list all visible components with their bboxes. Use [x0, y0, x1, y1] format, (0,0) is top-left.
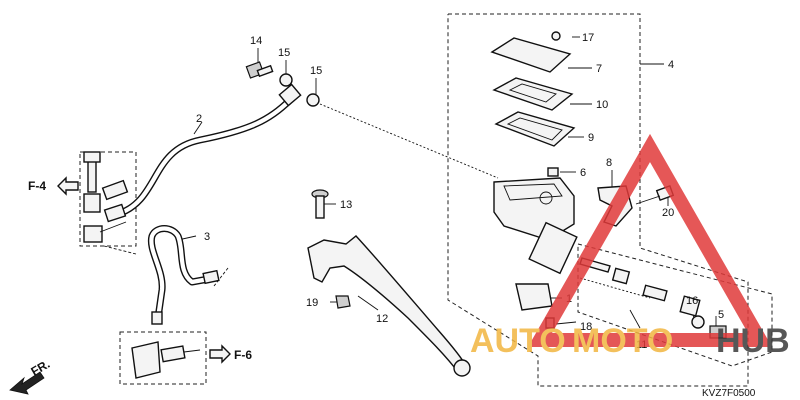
callout-6: 6	[580, 167, 586, 179]
callout-15-upper: 15	[278, 47, 290, 59]
callout-4: 4	[668, 59, 674, 71]
sealing-washer-lower	[306, 93, 320, 107]
float-plate	[547, 167, 559, 177]
diagram-code: KVZ7F0500	[702, 388, 756, 399]
arrow-left-icon	[57, 176, 79, 196]
f6-reference: F-6	[209, 344, 252, 364]
watermark-auto: AUTO	[470, 322, 566, 360]
callout-13: 13	[340, 199, 352, 211]
master-cylinder-assembly-box	[447, 13, 749, 387]
arrow-right-icon	[209, 344, 231, 364]
brake-lever	[307, 235, 471, 377]
callout-7: 7	[596, 63, 602, 75]
callout-10: 10	[596, 99, 608, 111]
callout-18: 18	[580, 321, 592, 333]
watermark-hub: HUB	[716, 322, 790, 360]
callout-5: 5	[718, 309, 724, 321]
front-label: FR.	[29, 357, 53, 379]
brake-hose	[103, 83, 302, 223]
callout-8: 8	[606, 157, 612, 169]
f6-joint-fittings	[131, 341, 201, 379]
callout-14: 14	[250, 35, 262, 47]
front-direction: FR.	[9, 357, 53, 395]
sealing-washer-upper	[279, 73, 293, 87]
lever-pivot-nut	[335, 295, 351, 309]
watermark: AUTO MOTO HUB	[470, 133, 790, 360]
callout-12: 12	[376, 313, 388, 325]
diaphragm	[494, 111, 576, 147]
leader-lines	[103, 36, 717, 330]
warning-triangle-icon	[527, 133, 773, 347]
callout-2: 2	[196, 113, 202, 125]
callout-20: 20	[662, 207, 674, 219]
callout-15-lower: 15	[310, 65, 322, 77]
reservoir-cap	[490, 37, 572, 73]
cap-screw	[551, 31, 561, 41]
f4-joint-box	[79, 151, 137, 247]
f4-joint-fittings	[83, 151, 129, 243]
oil-bolt	[245, 61, 274, 79]
lever-pivot-bolt	[311, 189, 329, 219]
f4-reference: F-4	[28, 176, 79, 196]
brake-pipe	[147, 225, 220, 325]
master-cylinder-body	[493, 177, 578, 311]
callout-16: 16	[686, 295, 698, 307]
front-arrow-icon	[9, 371, 45, 395]
callout-9: 9	[588, 132, 594, 144]
f6-joint-box	[119, 331, 207, 385]
f4-label: F-4	[28, 179, 46, 193]
watermark-moto: MOTO	[572, 322, 673, 360]
f6-label: F-6	[234, 348, 252, 362]
callout-19: 19	[306, 297, 318, 309]
callout-17: 17	[582, 32, 594, 44]
diaphragm-plate	[492, 77, 574, 111]
callout-3: 3	[204, 231, 210, 243]
